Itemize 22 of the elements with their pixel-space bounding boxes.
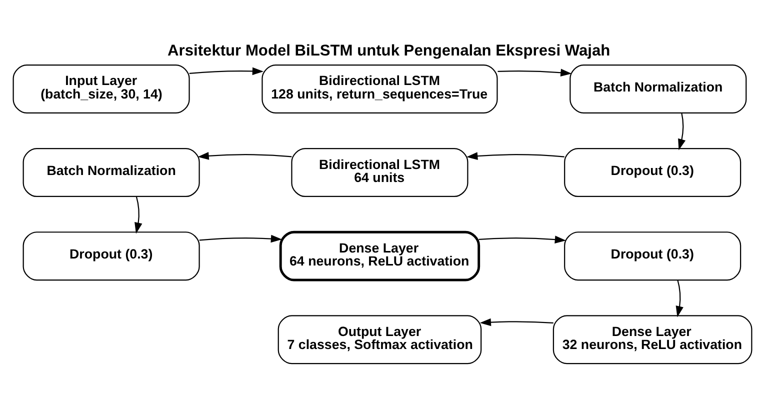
arrow xyxy=(198,152,292,160)
arrow xyxy=(199,234,282,243)
node-box: Dropout (0.3) xyxy=(564,148,742,198)
arrow xyxy=(676,280,684,318)
arrow xyxy=(480,318,554,326)
diagram-title: Arsitektur Model BiLSTM untuk Pengenalan Ekspresi Wajah xyxy=(168,42,610,60)
node-box: Output Layer 7 classes, Softmax activation xyxy=(278,315,482,364)
node-box: Bidirectional LSTM 128 units, return_sequences=True xyxy=(262,64,498,114)
arrow xyxy=(189,67,264,76)
arrow xyxy=(498,68,572,77)
arrow xyxy=(466,152,564,160)
arrow xyxy=(478,236,566,244)
node-box: Dropout (0.3) xyxy=(22,232,200,281)
node-box: Bidirectional LSTM 64 units xyxy=(291,148,468,198)
node-box: Dense Layer 32 neurons, ReLU activation xyxy=(552,315,752,364)
arrow xyxy=(134,196,142,234)
node-box: Input Layer (batch_size, 30, 14) xyxy=(12,64,190,114)
node-box: Dropout (0.3) xyxy=(564,232,742,281)
node-box: Batch Normalization xyxy=(22,148,200,198)
node-box: Dense Layer 64 neurons, ReLU activation xyxy=(279,230,480,282)
node-box: Batch Normalization xyxy=(570,64,747,114)
arrow xyxy=(678,113,686,150)
